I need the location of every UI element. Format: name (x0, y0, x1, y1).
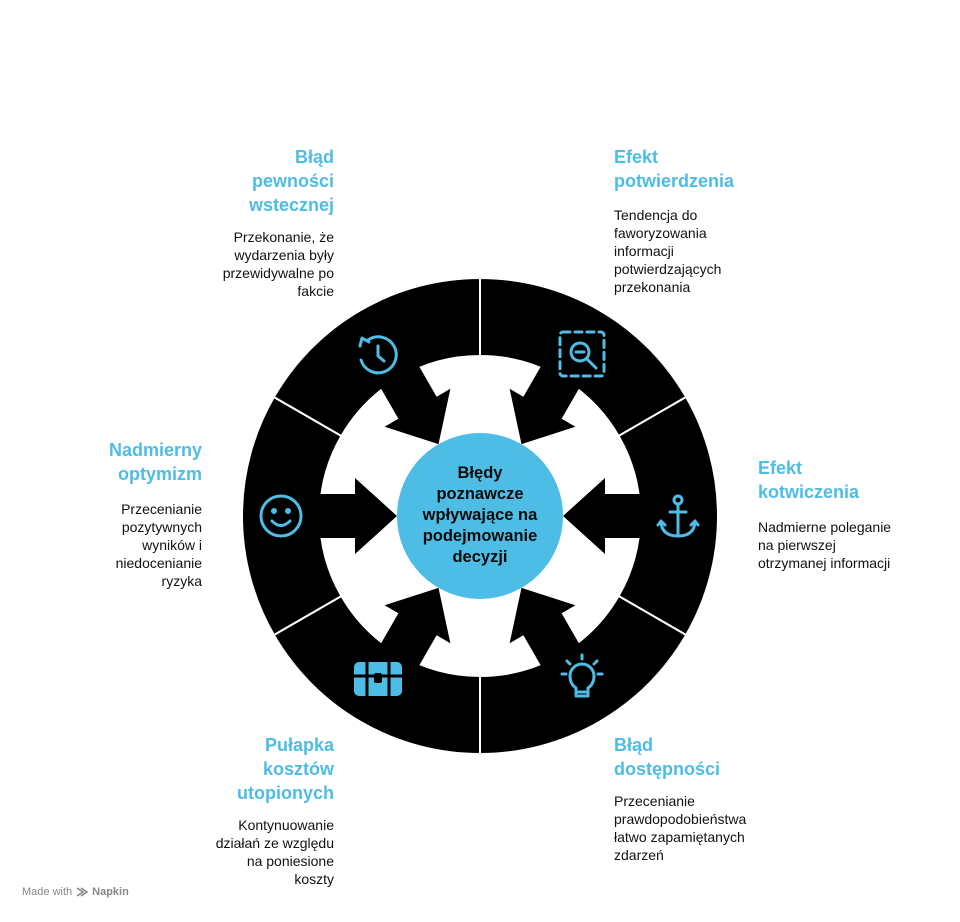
anchoring-title: Efekt kotwiczenia (758, 458, 860, 502)
napkin-logo-icon (76, 887, 89, 897)
history-clock-icon (358, 335, 398, 375)
sunk-cost-title: Pułapka kosztów utopionych (237, 735, 334, 803)
ring-icons (259, 330, 700, 698)
sunk-cost-description: Kontynuowanie działań ze względu na poni… (215, 817, 334, 887)
zoom-out-search-icon (558, 330, 606, 378)
arrow-availability (509, 587, 587, 679)
lightbulb-icon (560, 653, 604, 698)
optimism-title: Nadmierny optymizm (108, 440, 202, 484)
smiley-face-icon (259, 494, 303, 538)
arrow-anchoring (563, 478, 655, 554)
hindsight-title: Błąd pewności wstecznej (248, 147, 334, 215)
arrow-sunk-cost (373, 587, 451, 679)
availability-description: Przecenianie prawdopodobieństwa łatwo za… (614, 793, 747, 863)
availability-title: Błąd dostępności (614, 735, 721, 779)
arrow-optimism (305, 478, 397, 554)
brand-name: Napkin (92, 886, 129, 898)
anchoring-description: Nadmierne poleganie na pierwszej otrzyma… (758, 519, 892, 571)
center-circle (397, 433, 563, 599)
confirmation-description: Tendencja do faworyzowania informacji po… (614, 207, 722, 295)
anchor-icon (656, 494, 700, 538)
treasure-chest-icon (354, 662, 402, 696)
optimism-description: Przecenianie pozytywnych wyników i niedo… (115, 501, 202, 589)
arrow-hindsight (373, 353, 451, 445)
hindsight-description: Przekonanie, że wydarzenia były przewidy… (222, 229, 334, 299)
center-label: Błędy poznawcze wpływające na podejmowan… (422, 463, 538, 566)
footer: Made with Napkin (22, 886, 129, 898)
confirmation-title: Efekt potwierdzenia (614, 147, 735, 191)
made-with-label: Made with (22, 886, 73, 898)
